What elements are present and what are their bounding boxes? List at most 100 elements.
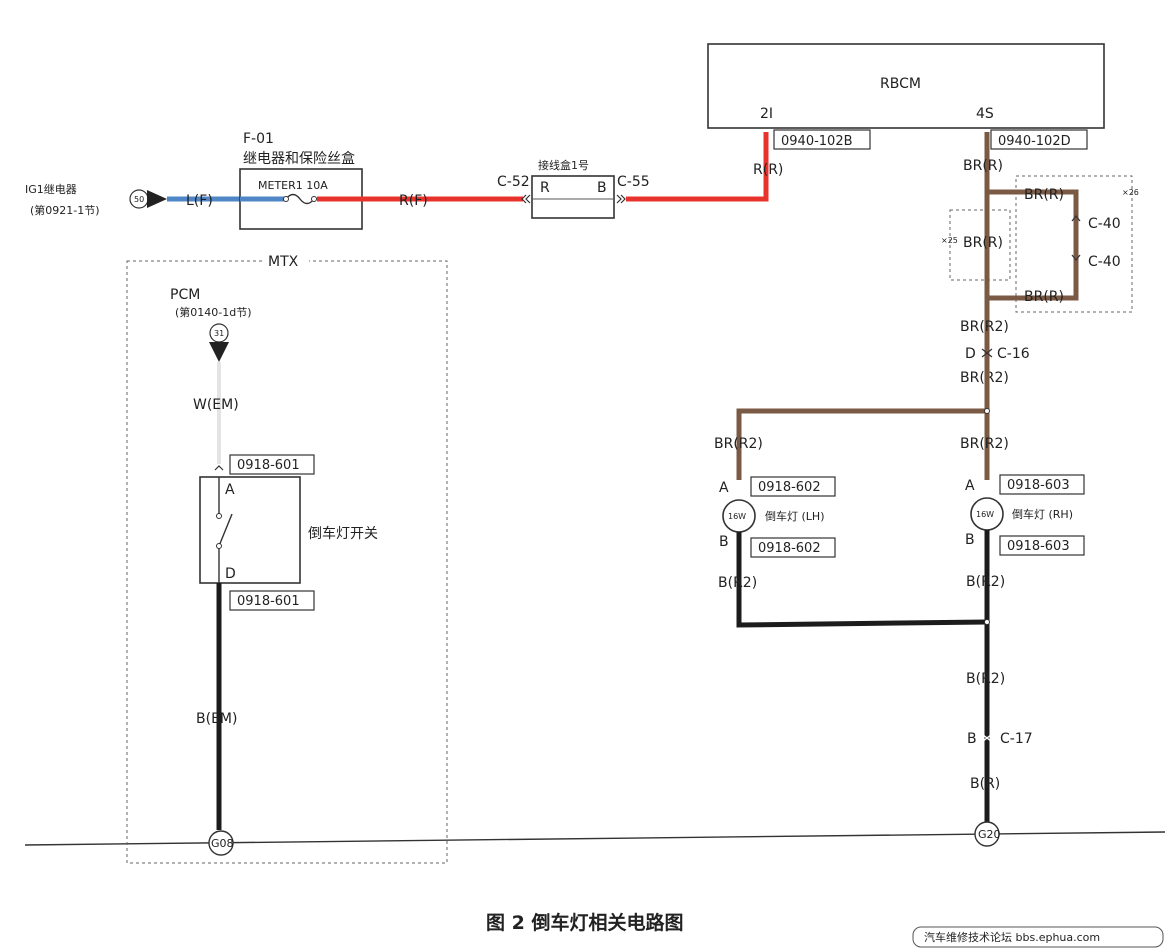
pcm-label: PCM bbox=[170, 287, 200, 303]
wire-label-b-r2-lower: B(R2) bbox=[966, 671, 1005, 687]
switch-blade-icon bbox=[218, 513, 233, 547]
lamp-left-code-bottom: 0918-602 bbox=[758, 541, 821, 556]
lamp-left-name: 倒车灯 (LH) bbox=[765, 509, 824, 523]
wire-label-lf: L(F) bbox=[186, 193, 213, 209]
connector-c16-pin: D bbox=[965, 346, 976, 362]
source-arrow-icon bbox=[147, 190, 167, 208]
rbcm-code-right: 0940-102D bbox=[998, 134, 1071, 149]
connector-c55-icon bbox=[616, 194, 626, 204]
connector-c40-top: C-40 bbox=[1088, 216, 1121, 232]
lamp-left-code-bottom-box bbox=[750, 537, 836, 558]
lamp-left-pin-top: A bbox=[719, 480, 729, 496]
pcm-arrow-icon bbox=[209, 342, 229, 362]
option-tag-right: ×26 bbox=[1122, 188, 1139, 197]
lamp-left-power: 16W bbox=[728, 512, 746, 521]
lamp-right-code-bottom-box bbox=[999, 535, 1085, 556]
junction-pin-r: R bbox=[540, 180, 550, 196]
wire-label-br-r-inner: BR(R) bbox=[963, 235, 1003, 251]
switch-pin-a: A bbox=[225, 482, 235, 498]
split-junction-dot bbox=[984, 408, 990, 414]
connector-c40-bottom: C-40 bbox=[1088, 254, 1121, 270]
connector-c16-icon bbox=[981, 348, 993, 358]
junction-box-name: 接线盒1号 bbox=[538, 158, 589, 172]
fuse-terminal-left bbox=[283, 196, 289, 202]
lamp-right-name: 倒车灯 (RH) bbox=[1012, 507, 1073, 521]
rbcm-pin-4s: 4S bbox=[976, 106, 994, 122]
junction-pin-b: B bbox=[597, 180, 607, 196]
connector-c17-icon bbox=[981, 733, 993, 743]
connector-c16: C-16 bbox=[997, 346, 1030, 362]
backup-switch-box bbox=[199, 476, 301, 584]
lamp-right-pin-bottom: B bbox=[965, 532, 975, 548]
wire-label-br-r-outer-bottom: BR(R) bbox=[1024, 289, 1064, 305]
watermark-frame bbox=[912, 926, 1164, 948]
lamp-right-code-bottom: 0918-603 bbox=[1007, 539, 1070, 554]
switch-code-bottom-box bbox=[229, 590, 315, 611]
wire-label-br-r-outer-top: BR(R) bbox=[1024, 187, 1064, 203]
lamp-left-code-top-box bbox=[750, 476, 836, 497]
rbcm-code-right-box bbox=[990, 129, 1088, 150]
ig1-relay-ref: (第0921-1节) bbox=[30, 203, 100, 217]
wire-label-b-r2-left: B(R2) bbox=[718, 575, 757, 591]
rbcm-code-left-box bbox=[773, 129, 871, 150]
lamp-right-pin-top: A bbox=[965, 478, 975, 494]
wire-label-b-em: B(EM) bbox=[196, 711, 237, 727]
option-tag-left: ×25 bbox=[941, 236, 958, 245]
option-box-left bbox=[949, 209, 1011, 281]
wire-label-rr: R(R) bbox=[753, 162, 783, 178]
wire-brown-bypass bbox=[987, 189, 1079, 301]
fuse-terminal-right bbox=[311, 196, 317, 202]
lamp-left-code-top: 0918-602 bbox=[758, 480, 821, 495]
wire-label-br-r2-2: BR(R2) bbox=[960, 370, 1009, 386]
switch-contact-bottom bbox=[216, 543, 222, 549]
connector-c17-pin: B bbox=[967, 731, 977, 747]
mtx-label: MTX bbox=[268, 254, 299, 270]
wire-brown-split bbox=[736, 370, 990, 480]
wire-label-b-r: B(R) bbox=[970, 776, 1000, 792]
rbcm-code-left: 0940-102B bbox=[781, 134, 853, 149]
fuse-label: METER1 10A bbox=[258, 179, 328, 192]
lamp-right-power: 16W bbox=[976, 510, 994, 519]
connector-c40-top-icon bbox=[1071, 215, 1081, 222]
pcm-ref: (第0140-1d节) bbox=[175, 305, 252, 319]
lamp-right-code-top-box bbox=[999, 474, 1085, 495]
mtx-label-bg bbox=[265, 254, 309, 268]
rbcm-pin-2i: 2I bbox=[760, 106, 773, 122]
connector-c52-icon bbox=[521, 194, 531, 204]
wire-label-br-r2-1: BR(R2) bbox=[960, 319, 1009, 335]
wire-label-b-r2-right: B(R2) bbox=[966, 574, 1005, 590]
lamp-left-pin-bottom: B bbox=[719, 534, 729, 550]
switch-contact-top bbox=[216, 513, 222, 519]
ig1-relay-label: IG1继电器 bbox=[25, 183, 77, 196]
return-junction-dot bbox=[984, 619, 990, 625]
ground-g08-icon bbox=[208, 830, 234, 856]
mtx-dashed-frame bbox=[126, 260, 448, 864]
rbcm-module-box bbox=[707, 43, 1105, 129]
wire-label-br-r-top: BR(R) bbox=[963, 158, 1003, 174]
connector-c17: C-17 bbox=[1000, 731, 1033, 747]
source-node-number: 50 bbox=[134, 195, 144, 204]
backup-switch-name: 倒车灯开关 bbox=[308, 525, 378, 542]
switch-top-terminal-icon bbox=[214, 465, 224, 471]
ground-g20-label: G20 bbox=[978, 828, 1001, 841]
watermark-text: 汽车维修技术论坛 bbs.ephua.com bbox=[924, 930, 1100, 944]
fuse-box-name: 继电器和保险丝盒 bbox=[243, 150, 355, 167]
switch-code-top-box bbox=[229, 454, 315, 475]
wire-label-w-em: W(EM) bbox=[193, 397, 239, 413]
fuse-box-id: F-01 bbox=[243, 131, 274, 147]
ground-g08-label: G08 bbox=[211, 837, 234, 850]
pcm-node-number: 31 bbox=[214, 329, 224, 338]
rbcm-label: RBCM bbox=[880, 76, 921, 92]
connector-c52: C-52 bbox=[497, 174, 530, 190]
fuse-element-icon bbox=[285, 193, 315, 205]
wire-red-rr bbox=[626, 132, 769, 202]
wire-label-br-r2-right: BR(R2) bbox=[960, 436, 1009, 452]
wire-label-rf: R(F) bbox=[399, 193, 428, 209]
connector-c40-bottom-icon bbox=[1071, 254, 1081, 261]
wire-label-br-r2-left: BR(R2) bbox=[714, 436, 763, 452]
lamp-right-code-top: 0918-603 bbox=[1007, 478, 1070, 493]
switch-code-bottom: 0918-601 bbox=[237, 594, 300, 609]
connector-c55: C-55 bbox=[617, 174, 650, 190]
switch-code-top: 0918-601 bbox=[237, 458, 300, 473]
